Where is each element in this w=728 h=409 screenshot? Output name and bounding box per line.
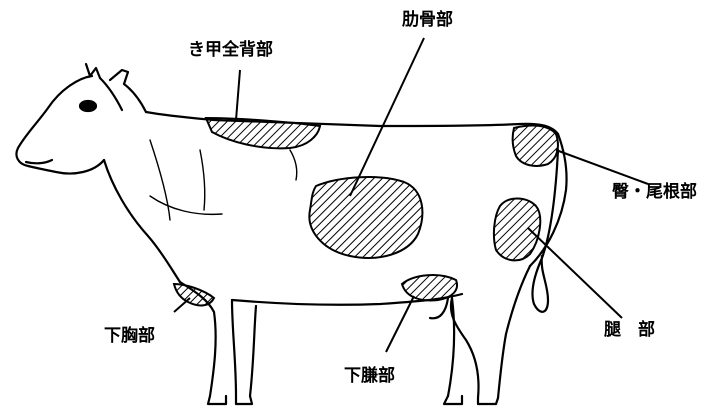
leader-rib bbox=[350, 38, 424, 196]
label-lower-belly: 下膁部 bbox=[344, 368, 395, 385]
leader-rump-tailhead bbox=[556, 150, 648, 184]
leader-lower-chest bbox=[174, 298, 190, 312]
label-withers-back: き甲全背部 bbox=[188, 42, 273, 59]
label-thigh: 腿 部 bbox=[604, 322, 655, 339]
cow-outline bbox=[16, 64, 566, 404]
leader-withers-back bbox=[236, 70, 240, 120]
region-rib bbox=[309, 177, 422, 258]
region-thigh bbox=[494, 199, 540, 261]
region-rump-tailhead bbox=[513, 126, 558, 166]
region-lower-chest bbox=[174, 284, 214, 305]
region-lower-belly bbox=[402, 275, 457, 300]
hatched-regions bbox=[174, 118, 558, 305]
label-rump-tailhead: 臀・尾根部 bbox=[612, 184, 697, 201]
label-lower-chest: 下胸部 bbox=[104, 328, 155, 345]
label-rib: 肋骨部 bbox=[402, 12, 453, 29]
